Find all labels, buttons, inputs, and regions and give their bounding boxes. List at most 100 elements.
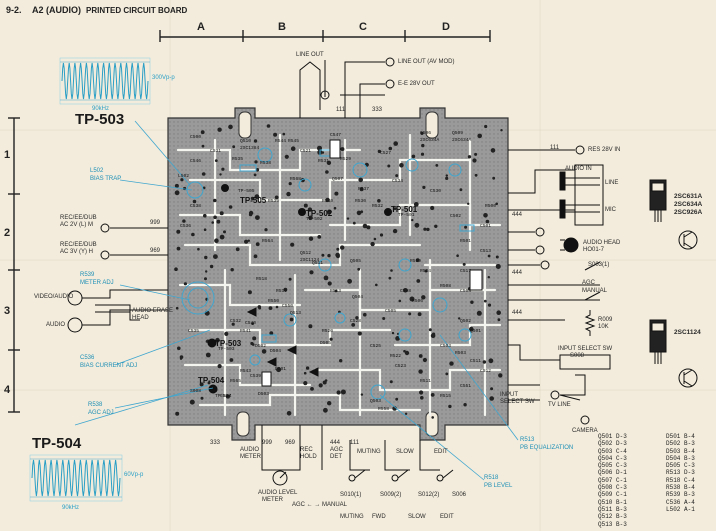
board-part-label: R529 <box>340 157 352 162</box>
board-part-label: TP-505 <box>238 189 255 194</box>
pcb-pad <box>288 182 292 186</box>
r009-value: 10K <box>598 324 609 330</box>
legend-entry: R538 B-4 <box>666 484 695 492</box>
pcb-pad <box>219 173 222 176</box>
pcb-pad <box>276 367 282 373</box>
board-part-label: C501 <box>480 224 492 229</box>
pcb-pad <box>336 247 340 251</box>
agc-label: AGC <box>582 280 596 286</box>
callout-c536-ref: C536 <box>80 355 95 361</box>
board-part-label: L502 <box>178 174 190 179</box>
board-part-label: Q505 <box>350 259 362 264</box>
board-part-label: D505 <box>320 341 332 346</box>
pcb-pad <box>255 215 260 221</box>
board-part-label: C527 <box>380 151 392 156</box>
board-part-label: C511 <box>470 359 482 364</box>
pcb-pad <box>434 224 438 228</box>
pcb-pad <box>308 324 313 329</box>
line-969: 969 <box>150 248 161 254</box>
pcb-pad <box>474 152 478 156</box>
pcb-pad <box>462 262 466 266</box>
pcb-pad <box>174 267 178 272</box>
pcb-pad <box>203 228 207 231</box>
pcb-pad <box>250 196 255 201</box>
pcb-pad <box>326 209 332 215</box>
board-part-label: R508 <box>440 284 452 289</box>
pcb-pad <box>351 323 356 327</box>
top-111: 111 <box>336 107 346 113</box>
pcb-pad <box>213 254 218 259</box>
pcb-pad <box>469 326 474 332</box>
legend-entry: Q502 D-3 <box>598 440 627 448</box>
pcb-pad <box>183 282 187 286</box>
callout-c536-desc: BIAS CURRENT ADJ <box>80 363 138 369</box>
transistor-2sc631a: 2SC631A <box>674 193 703 200</box>
pcb-pad <box>413 202 419 207</box>
pcb-pad <box>382 317 386 320</box>
pcb-pad <box>357 331 362 336</box>
board-part-label: C534 <box>392 179 404 184</box>
pcb-pad <box>189 399 195 405</box>
board-part-label: C504 <box>460 289 472 294</box>
legend-entry: Q512 B-3 <box>598 513 627 521</box>
pcb-pad <box>229 358 234 362</box>
pcb-pad <box>254 194 260 200</box>
pcb-pad <box>373 237 377 241</box>
board-part-label: C513 <box>480 249 492 254</box>
audio-head-2: HO01-7 <box>583 247 605 253</box>
pcb-pad <box>398 299 402 303</box>
pcb-pad <box>467 202 470 205</box>
components <box>207 139 483 394</box>
board-part-label: 2SC1384 <box>240 146 260 151</box>
pcb-pad <box>264 228 268 232</box>
pcb-pad <box>430 393 435 397</box>
legend-entry: R539 B-3 <box>666 491 695 499</box>
board-part-label: Q504 <box>352 295 364 300</box>
audio-label: AUDIO <box>46 322 66 328</box>
board-part-label: R515 <box>440 394 452 399</box>
board-part-label: R532 <box>372 204 384 209</box>
legend-entry: Q503 C-4 <box>598 447 627 455</box>
pcb-pad <box>477 133 483 139</box>
pcb-pad <box>321 253 325 257</box>
pcb-pad <box>366 225 371 230</box>
pcb-pad <box>470 300 474 304</box>
pcb-pad <box>221 167 225 171</box>
edit-bottom: EDIT <box>440 514 454 520</box>
pcb-pad <box>213 198 217 203</box>
pcb-pad <box>360 210 364 214</box>
wave-bottom-frequency: 90kHz <box>62 505 80 511</box>
board-name: A2 (AUDIO) <box>32 5 81 15</box>
pcb-pad <box>244 239 249 244</box>
pcb-pad <box>217 127 222 132</box>
pcb-pad <box>490 148 496 153</box>
board-part-label: R531 <box>318 159 330 164</box>
pcb-pad <box>411 218 414 222</box>
callout-r538-ref: R538 <box>88 402 103 408</box>
pcb-pad <box>422 185 426 189</box>
pcb-pad <box>253 139 258 143</box>
rec-ee-dub-m-2: AC 2V (L) M <box>60 222 94 228</box>
board-part-label: R545 <box>288 139 300 144</box>
grid-row-1: 1 <box>4 149 11 161</box>
pcb-pad <box>495 255 499 259</box>
external-wiring <box>67 57 698 486</box>
camera-label: CAMERA <box>572 428 598 434</box>
board-part-label: R520 <box>322 329 334 334</box>
agc-det-1: AGC <box>330 447 344 453</box>
pcb-pad <box>286 191 291 197</box>
pcb-pad <box>456 254 459 257</box>
input-select-sw: INPUT SELECT SW <box>558 346 613 352</box>
pcb-board <box>167 107 509 441</box>
board-part-label: R518 <box>256 277 268 282</box>
tp504-label: TP-504 <box>32 435 82 452</box>
pcb-pad <box>390 269 393 272</box>
pcb-pad <box>339 359 343 363</box>
pcb-pad <box>282 132 286 136</box>
pcb-pad <box>492 176 496 180</box>
board-part-label: R559 <box>410 259 422 264</box>
board-part-label: Q506 <box>420 131 432 136</box>
video-audio-label: VIDEO/AUDIO <box>34 294 74 300</box>
board-part-label: R539 <box>268 199 280 204</box>
board-part-label: Q510 <box>240 139 252 144</box>
